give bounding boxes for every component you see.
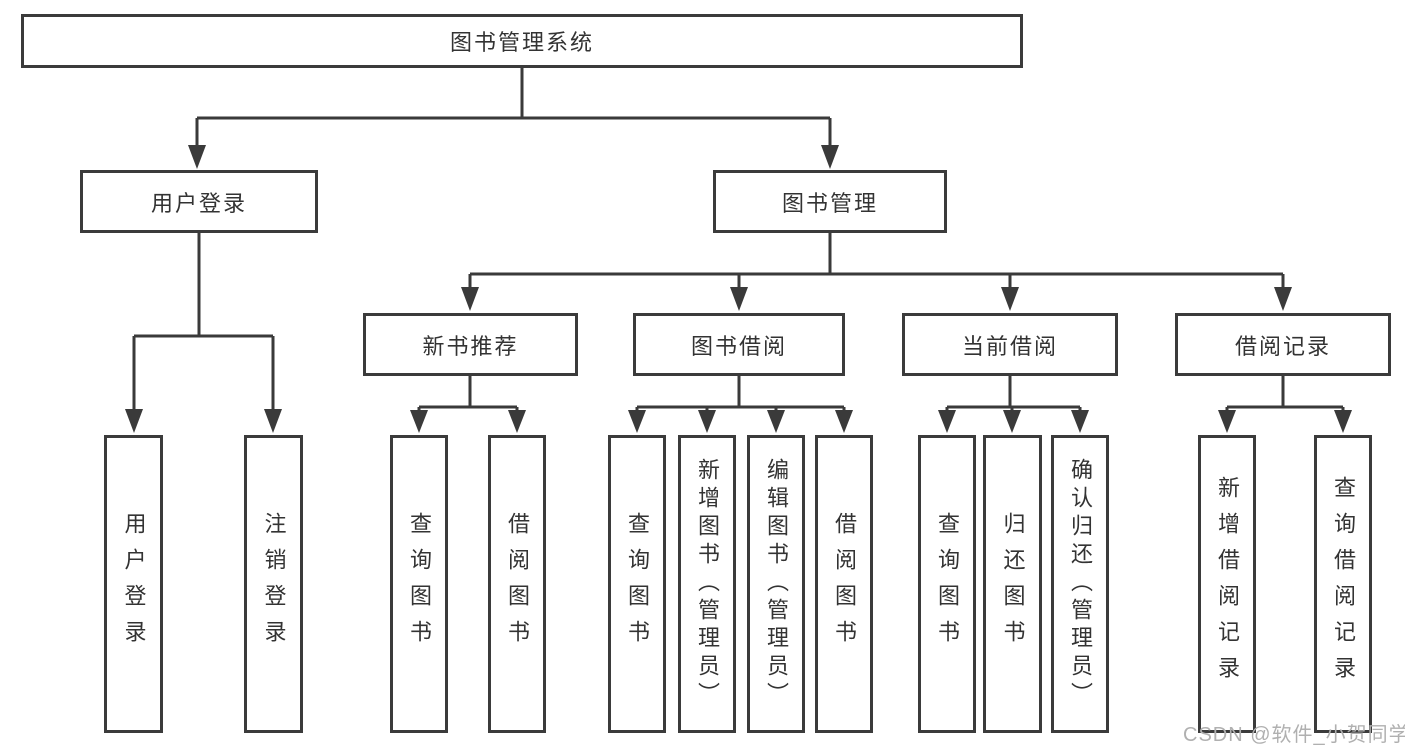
node-new-book-recommend-label: 新书推荐: [422, 333, 519, 359]
leaf-query-books-borrow-label: 查询图书: [625, 512, 650, 656]
node-current-borrow-label: 当前借阅: [961, 333, 1058, 359]
leaf-query-books-current-label: 查询图书: [935, 512, 960, 656]
node-book-management-label: 图书管理: [781, 190, 878, 216]
node-borrow-records-label: 借阅记录: [1234, 333, 1331, 359]
leaf-borrow-books-recommend-label: 借阅图书: [505, 512, 530, 656]
leaf-query-borrow-record: 查询借阅记录: [1314, 435, 1372, 733]
leaf-user-login-label: 用户登录: [121, 512, 147, 656]
connector-book-borrow-to-leaves: [628, 375, 853, 433]
leaf-query-books-current: 查询图书: [918, 435, 976, 733]
leaf-logout-label: 注销登录: [261, 512, 287, 656]
node-user-login: 用户登录: [80, 170, 318, 233]
leaf-add-borrow-record-label: 新增借阅记录: [1215, 476, 1240, 692]
leaf-confirm-return-admin-label: 确认归还（管理员）: [1068, 458, 1093, 710]
leaf-add-books-admin-label: 新增图书（管理员）: [695, 458, 720, 710]
leaf-add-books-admin: 新增图书（管理员）: [678, 435, 736, 733]
connector-current-borrow-to-leaves: [938, 375, 1089, 433]
leaf-add-borrow-record: 新增借阅记录: [1198, 435, 1256, 733]
leaf-user-login: 用户登录: [104, 435, 163, 733]
leaf-query-books-borrow: 查询图书: [608, 435, 666, 733]
leaf-borrow-books-recommend: 借阅图书: [488, 435, 546, 733]
leaf-logout: 注销登录: [244, 435, 303, 733]
leaf-query-books-recommend: 查询图书: [390, 435, 448, 733]
node-book-management: 图书管理: [713, 170, 947, 233]
leaf-query-books-recommend-label: 查询图书: [407, 512, 432, 656]
connector-new-book-recommend-to-leaves: [410, 375, 526, 433]
node-user-login-label: 用户登录: [150, 190, 247, 216]
leaf-return-books-label: 归还图书: [1000, 512, 1026, 656]
leaf-edit-books-admin-label: 编辑图书（管理员）: [764, 458, 789, 710]
node-root-label: 图书管理系统: [449, 30, 594, 55]
leaf-borrow-books-label: 借阅图书: [832, 512, 857, 656]
node-borrow-records: 借阅记录: [1175, 313, 1391, 376]
leaf-query-borrow-record-label: 查询借阅记录: [1331, 476, 1356, 692]
leaf-borrow-books: 借阅图书: [815, 435, 873, 733]
node-new-book-recommend: 新书推荐: [363, 313, 578, 376]
connector-root-to-level2: [188, 68, 839, 169]
leaf-return-books: 归还图书: [983, 435, 1042, 733]
connector-book-management-to-level3: [461, 233, 1292, 311]
node-current-borrow: 当前借阅: [902, 313, 1118, 376]
leaf-confirm-return-admin: 确认归还（管理员）: [1051, 435, 1109, 733]
node-book-borrow: 图书借阅: [633, 313, 845, 376]
csdn-watermark: CSDN @软件_小贺同学: [1183, 724, 1405, 746]
node-book-borrow-label: 图书借阅: [690, 333, 787, 359]
leaf-edit-books-admin: 编辑图书（管理员）: [747, 435, 805, 733]
node-root: 图书管理系统: [21, 14, 1023, 68]
connector-borrow-records-to-leaves: [1218, 375, 1352, 433]
connector-user-login-to-leaves: [125, 233, 282, 433]
